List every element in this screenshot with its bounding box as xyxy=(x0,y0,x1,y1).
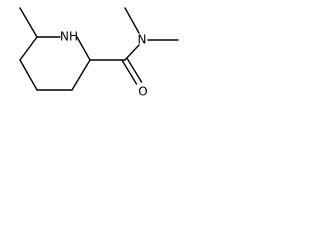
carbonyl-o-label: O xyxy=(138,85,147,99)
bond-n1-c2 xyxy=(76,36,91,61)
structural-formula: NH N O xyxy=(19,7,179,99)
bond-carbonyl-n xyxy=(124,44,140,61)
bond-c4-c5 xyxy=(19,59,38,91)
amide-n-label: N xyxy=(138,33,147,47)
bond-n-methyl-up xyxy=(124,7,140,34)
ring-nh-label: NH xyxy=(60,30,78,44)
bond-carbonyl-o-1 xyxy=(121,60,138,85)
bond-c2-c3 xyxy=(71,59,91,91)
bond-carbonyl-o-2 xyxy=(126,58,143,83)
bond-c6-methyl xyxy=(19,7,38,38)
bond-c5-c6 xyxy=(19,36,38,61)
